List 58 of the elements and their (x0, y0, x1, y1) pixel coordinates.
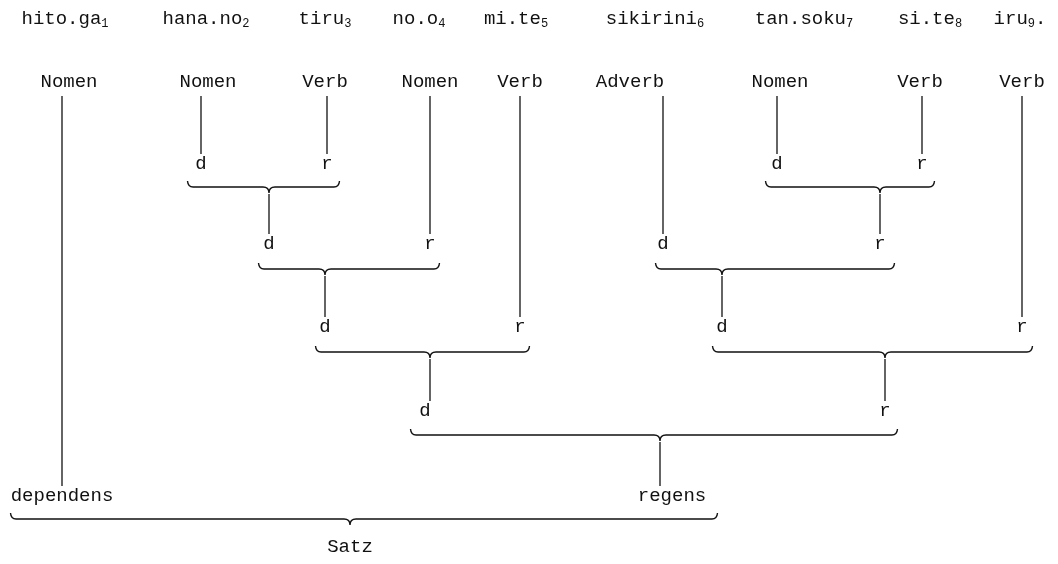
role-mark: r (1016, 318, 1028, 338)
role-mark: d (195, 155, 207, 175)
role-mark: r (874, 235, 886, 255)
role-label: dependens (10, 487, 114, 507)
role-mark: d (319, 318, 331, 338)
brace (258, 262, 440, 276)
brace (765, 180, 935, 194)
word-class-label: Verb (897, 73, 943, 93)
word-class-label: Verb (302, 73, 348, 93)
role-mark: r (514, 318, 526, 338)
word-class-label: Verb (497, 73, 543, 93)
role-mark: r (321, 155, 333, 175)
connector-line (61, 95, 63, 487)
word-label: hito.ga$_{1}$ (21, 10, 109, 30)
role-mark: d (657, 235, 669, 255)
connector-line (324, 275, 326, 318)
word-label: si.te$_{8}$ (897, 10, 963, 30)
word-class-label: Adverb (595, 73, 665, 93)
word-label: tan.soku$_{7}$ (754, 10, 854, 30)
connector-line (776, 95, 778, 155)
word-label: iru$_{9}$. (993, 10, 1047, 30)
role-mark: r (424, 235, 436, 255)
connector-line (1021, 95, 1023, 318)
word-class-label: Verb (999, 73, 1045, 93)
word-label: sikirini$_{6}$ (605, 10, 705, 30)
word-label: hana.no$_{2}$ (162, 10, 250, 30)
brace (712, 345, 1033, 359)
word-class-label: Nomen (401, 73, 459, 93)
brace (410, 428, 898, 442)
word-class-label: Nomen (179, 73, 237, 93)
word-label: no.o$_{4}$ (392, 10, 446, 30)
role-label: regens (637, 487, 707, 507)
connector-line (268, 193, 270, 235)
role-mark: d (771, 155, 783, 175)
brace (655, 262, 895, 276)
connector-line (662, 95, 664, 235)
word-label: tiru$_{3}$ (298, 10, 352, 30)
connector-line (879, 193, 881, 235)
connector-line (519, 95, 521, 318)
role-mark: d (263, 235, 275, 255)
connector-line (921, 95, 923, 155)
connector-line (659, 441, 661, 487)
connector-line (429, 95, 431, 235)
role-mark: r (879, 402, 891, 422)
connector-line (429, 358, 431, 402)
role-mark: d (419, 402, 431, 422)
role-mark: r (916, 155, 928, 175)
sentence-label: Satz (327, 538, 373, 558)
word-label: mi.te$_{5}$ (483, 10, 549, 30)
connector-line (200, 95, 202, 155)
connector-line (326, 95, 328, 155)
word-class-label: Nomen (40, 73, 98, 93)
role-mark: d (716, 318, 728, 338)
brace (187, 180, 340, 194)
connector-line (721, 275, 723, 318)
word-class-label: Nomen (751, 73, 809, 93)
connector-line (884, 358, 886, 402)
brace (315, 345, 530, 359)
